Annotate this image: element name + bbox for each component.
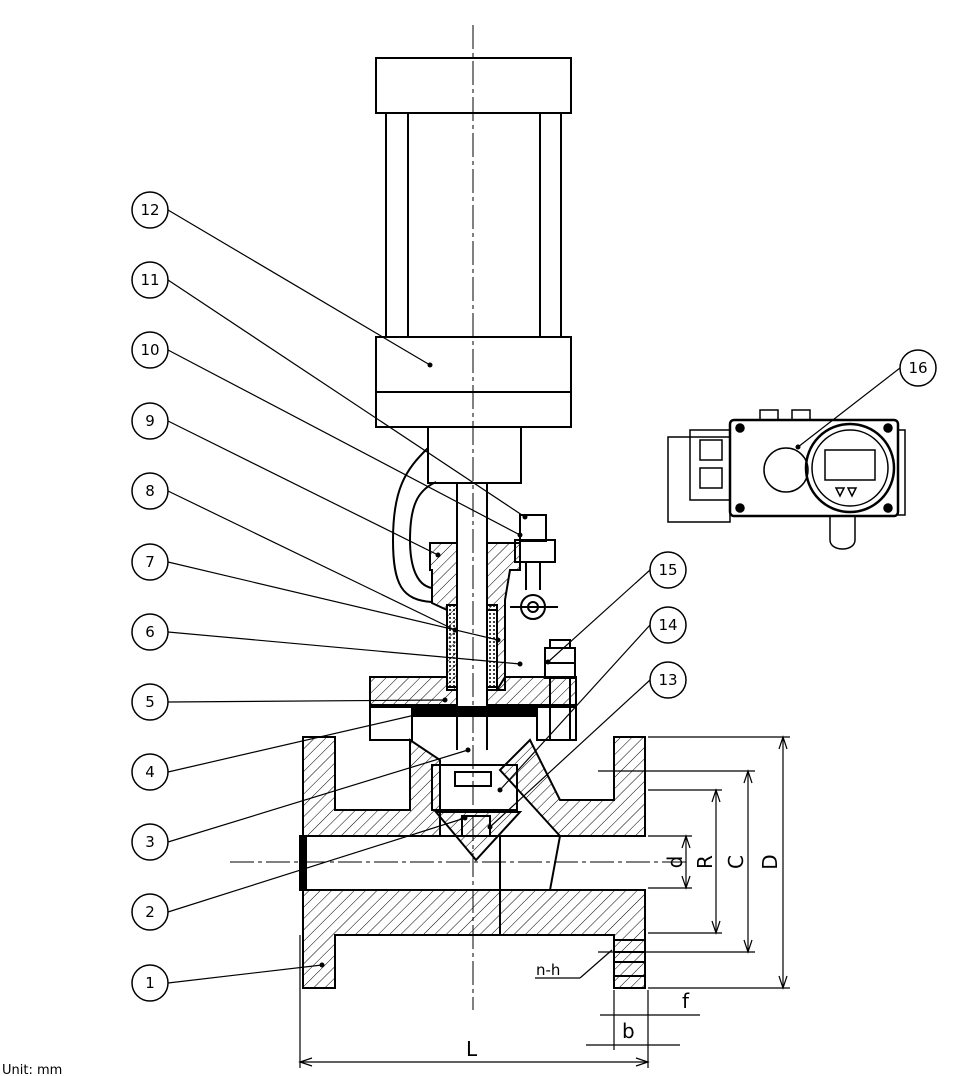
disc — [431, 764, 518, 811]
callout-15: 15 — [649, 551, 687, 589]
callout-12: 12 — [131, 191, 169, 229]
callout-label: 13 — [658, 671, 677, 689]
callout-11: 11 — [131, 261, 169, 299]
actuator-adapter — [427, 426, 522, 484]
callout-10: 10 — [131, 331, 169, 369]
callout-2: 2 — [131, 893, 169, 931]
callout-7: 7 — [131, 543, 169, 581]
callout-label: 7 — [145, 553, 155, 571]
callout-label: 6 — [145, 623, 155, 641]
callout-8: 8 — [131, 472, 169, 510]
yoke — [391, 447, 437, 604]
dimension-lines — [298, 735, 790, 1068]
dim-label-d: d — [663, 856, 687, 869]
positioner — [667, 409, 906, 550]
callout-label: 3 — [145, 833, 155, 851]
callout-1: 1 — [131, 964, 169, 1002]
callout-label: 5 — [145, 693, 155, 711]
callout-4: 4 — [131, 753, 169, 791]
callout-label: 10 — [140, 341, 159, 359]
callout-6: 6 — [131, 613, 169, 651]
callout-label: 14 — [658, 616, 677, 634]
callout-label: 15 — [658, 561, 677, 579]
unit-note: Unit: mm — [2, 1063, 62, 1076]
callout-13: 13 — [649, 661, 687, 699]
callout-label: 4 — [145, 763, 155, 781]
gasket — [411, 706, 538, 717]
dim-label-nh: n-h — [536, 961, 560, 979]
callout-16: 16 — [899, 349, 937, 387]
dim-label-C: C — [724, 855, 748, 869]
dim-label-b: b — [622, 1019, 635, 1043]
callout-9: 9 — [131, 402, 169, 440]
callout-label: 16 — [908, 359, 927, 377]
center-lines — [230, 25, 690, 1010]
dim-label-L: L — [466, 1037, 478, 1061]
callout-label: 1 — [145, 974, 155, 992]
callout-label: 8 — [145, 482, 155, 500]
bonnet — [369, 542, 577, 741]
packing-right — [486, 604, 498, 688]
dim-label-R: R — [693, 855, 717, 869]
dim-label-D: D — [758, 854, 782, 869]
callout-label: 12 — [140, 201, 159, 219]
leader-lines — [167, 209, 901, 984]
callout-label: 9 — [145, 412, 155, 430]
callout-3: 3 — [131, 823, 169, 861]
packing-left — [446, 604, 458, 688]
dim-label-f: f — [682, 989, 690, 1013]
callout-14: 14 — [649, 606, 687, 644]
callout-label: 11 — [140, 271, 159, 289]
leader-dots — [319, 362, 801, 968]
callout-5: 5 — [131, 683, 169, 721]
positioner-link — [510, 514, 558, 620]
valve-body — [299, 736, 646, 989]
callout-label: 2 — [145, 903, 155, 921]
